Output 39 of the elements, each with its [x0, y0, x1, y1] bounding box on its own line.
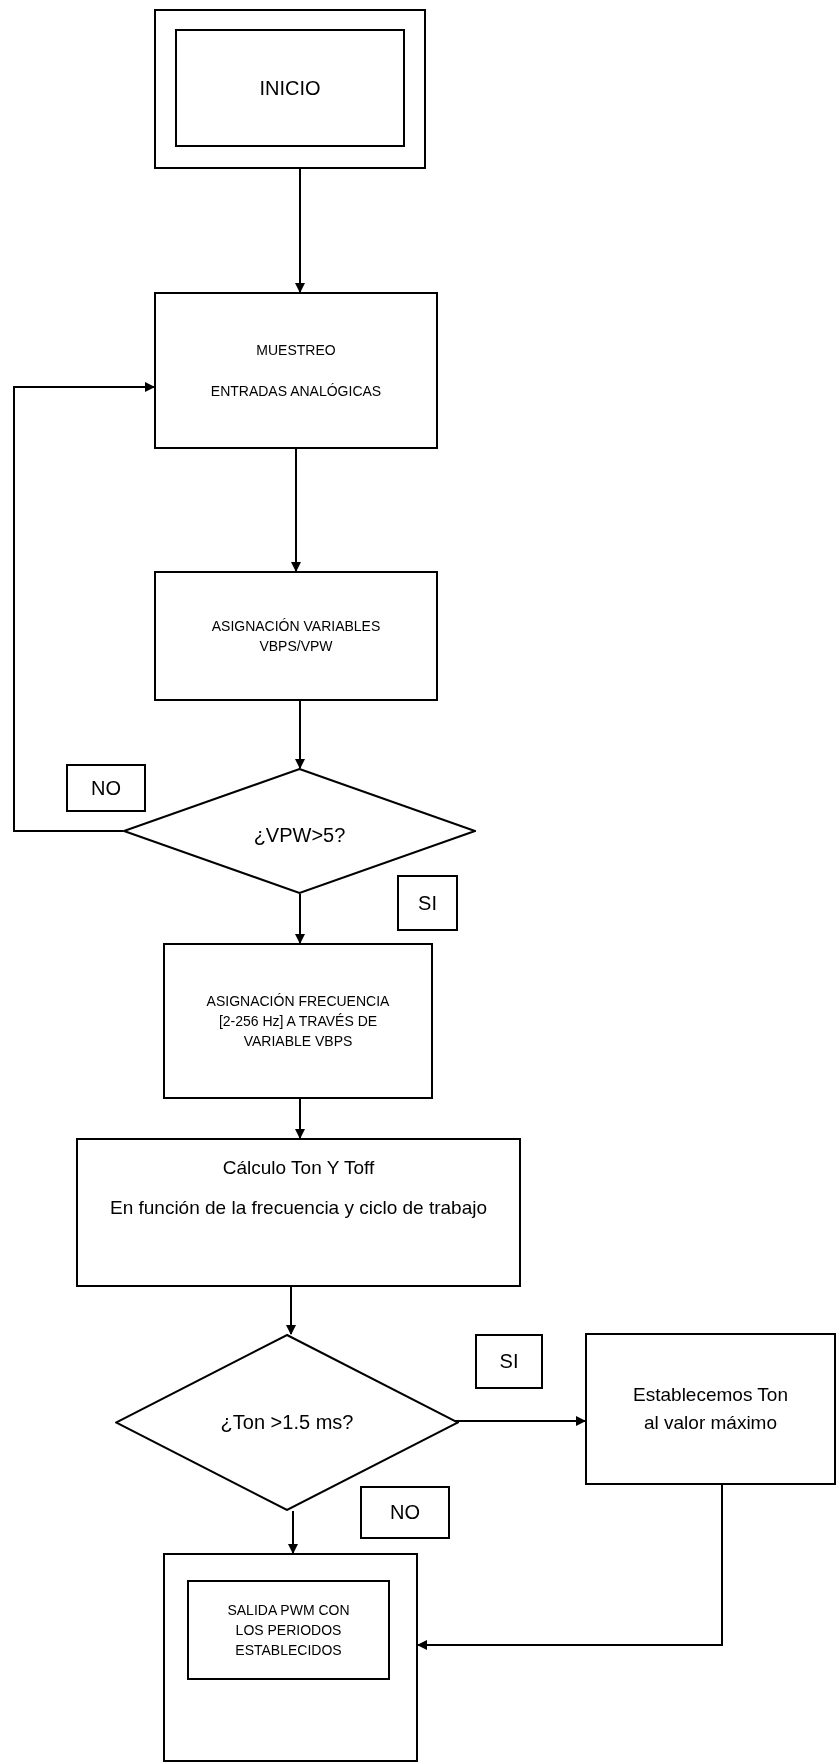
process-box	[585, 1333, 836, 1485]
arrow	[291, 448, 301, 572]
node-text: En función de la frecuencia y ciclo de trabajo	[109, 1195, 488, 1220]
start-frame	[154, 9, 426, 169]
branch-label: SI	[499, 1349, 519, 1374]
arrow	[13, 382, 155, 832]
end-frame	[163, 1553, 418, 1762]
branch-label: SI	[418, 890, 437, 916]
end-box	[187, 1580, 390, 1680]
branch-label-box	[66, 764, 146, 812]
node-text: MUESTREO	[256, 341, 336, 361]
node-text: ENTRADAS ANALÓGICAS	[210, 381, 382, 401]
node-text: ASIGNACIÓN FRECUENCIA [2-256 Hz] A TRAVÉS DE VARIABLE VBPS	[205, 991, 391, 1052]
process-box	[154, 571, 438, 701]
process-box	[76, 1138, 521, 1287]
arrow	[286, 1286, 296, 1335]
arrow	[295, 700, 305, 769]
decision-text: ¿Ton >1.5 ms?	[219, 1410, 355, 1435]
branch-label: NO	[91, 775, 121, 801]
branch-label-box	[475, 1334, 543, 1389]
node-text: ASIGNACIÓN VARIABLES VBPS/VPW	[210, 616, 382, 656]
node-text: SALIDA PWM CON LOS PERIODOS ESTABLECIDOS	[226, 1600, 351, 1661]
process-box	[154, 292, 438, 449]
arrow	[288, 1510, 298, 1554]
arrow	[295, 168, 305, 293]
arrow	[295, 1098, 305, 1139]
decision-diamond	[123, 768, 476, 894]
decision-text: ¿VPW>5?	[253, 822, 346, 848]
branch-label: NO	[390, 1500, 420, 1525]
arrow	[453, 1416, 586, 1426]
arrow	[295, 893, 305, 944]
start-box	[175, 29, 405, 147]
branch-label-box	[397, 875, 458, 931]
node-text: INICIO	[259, 75, 321, 101]
branch-label-box	[360, 1486, 450, 1539]
node-text: Cálculo Ton Y Toff	[222, 1156, 375, 1180]
arrow	[417, 1484, 723, 1650]
node-text: Establecemos Ton al valor máximo	[632, 1383, 789, 1435]
process-box	[163, 943, 433, 1099]
